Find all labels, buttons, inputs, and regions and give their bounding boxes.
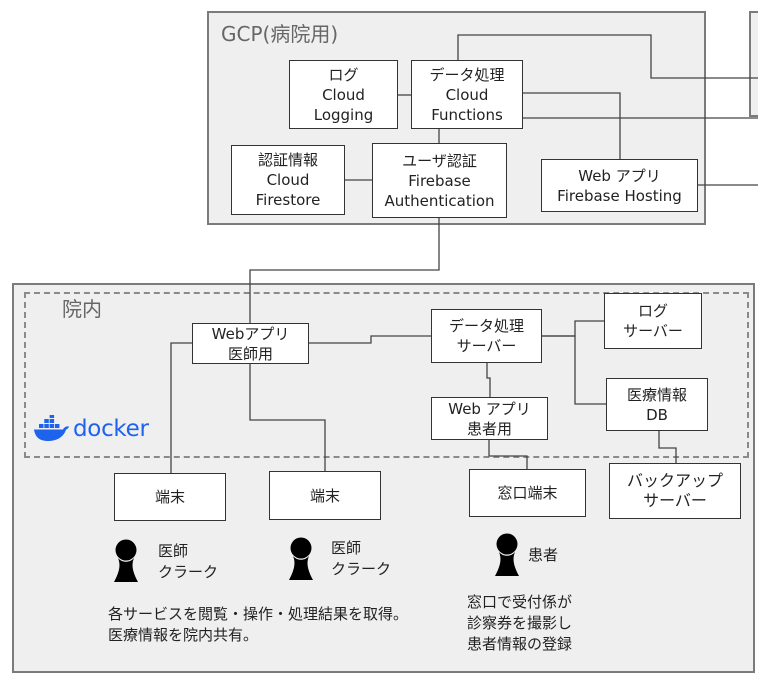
edge-db-backup <box>658 430 677 464</box>
firebase-hosting-node: Web アプリ Firebase Hosting <box>541 159 698 212</box>
edge-dataserver-webpatient <box>486 362 491 398</box>
data-server-node: データ処理 サーバー <box>431 309 542 363</box>
caption-doctor-usage: 各サービスを閲覧・操作・処理結果を取得。 医療情報を院内共有。 <box>108 605 409 644</box>
hospital-region-label: 院内 <box>62 297 102 321</box>
window-terminal-node: 窓口端末 <box>469 469 586 517</box>
person-icon-doctor-2 <box>289 537 313 580</box>
firebase-auth-node: ユーザ認証 Firebase Authentication <box>372 143 507 218</box>
edge-webdoctor-terminal2 <box>249 363 326 472</box>
log-server-node: ログ サーバー <box>604 293 702 349</box>
docker-boundary <box>24 292 749 458</box>
web-app-doctor-node: Webアプリ 医師用 <box>192 323 309 364</box>
cloud-functions-node: データ処理 Cloud Functions <box>411 60 523 129</box>
docker-whale-icon <box>34 415 69 441</box>
docker-wordmark: docker <box>73 416 149 442</box>
edge-webdoctor-terminal1 <box>170 342 193 474</box>
edge-dataserver-db <box>541 335 607 405</box>
cloud-firestore-node: 認証情報 Cloud Firestore <box>231 145 345 215</box>
edge-auth-webdoctor <box>249 217 440 324</box>
terminal-2-node: 端末 <box>269 471 381 520</box>
backup-server-node: バックアップ サーバー <box>609 463 741 519</box>
edge-webdoctor-dataserver <box>308 335 432 344</box>
gcp-region-label: GCP(病院用) <box>221 22 339 46</box>
person-label-doctor-2: 医師 クラーク <box>331 539 392 578</box>
external-box-partial <box>749 11 758 117</box>
terminal-1-node: 端末 <box>114 473 226 521</box>
edge-webpatient-window <box>488 439 528 470</box>
person-label-patient: 患者 <box>528 546 559 564</box>
docker-logo: docker <box>33 411 164 447</box>
edge-data-external-top <box>457 34 758 79</box>
caption-window-usage: 窓口で受付係が 診察券を撮影し 患者情報の登録 <box>467 593 573 653</box>
web-app-patient-node: Web アプリ 患者用 <box>431 397 548 440</box>
edge-data-hosting <box>522 92 621 160</box>
person-icon-patient <box>495 533 519 576</box>
edge-dataserver-logserver <box>541 320 605 337</box>
person-label-doctor-1: 医師 クラーク <box>158 542 219 581</box>
person-icon-doctor-1 <box>114 539 138 582</box>
medical-db-node: 医療情報 DB <box>606 378 708 431</box>
cloud-logging-node: ログ Cloud Logging <box>289 60 398 129</box>
